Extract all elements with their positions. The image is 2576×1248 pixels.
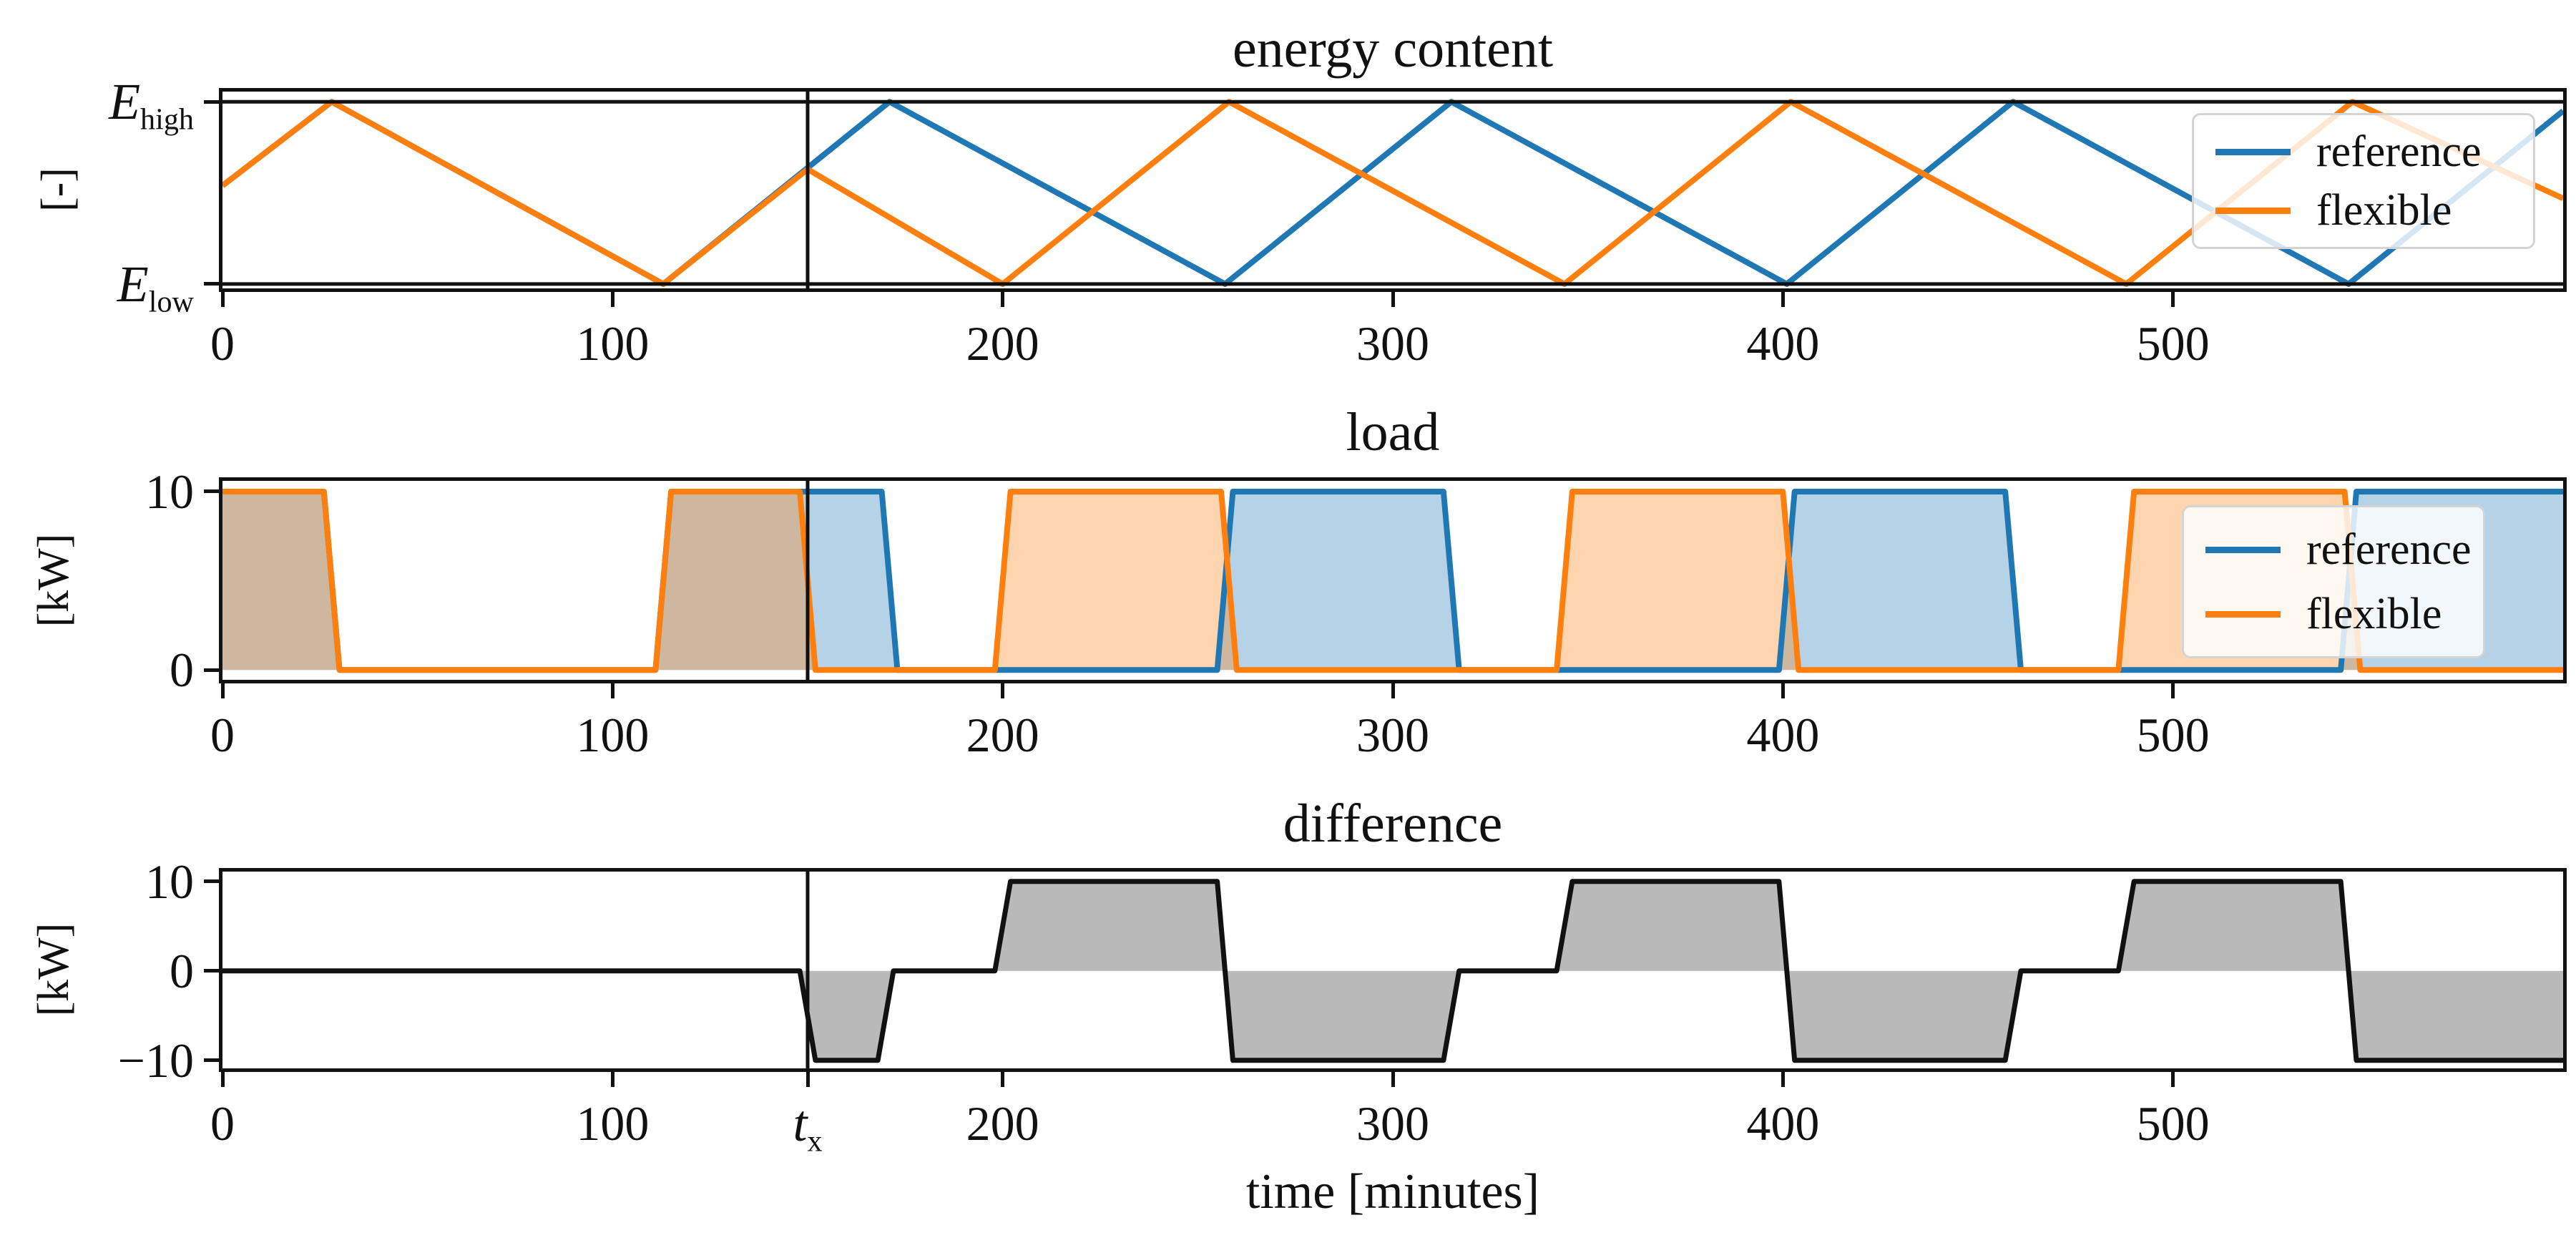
flexible-line-swatch [2205, 610, 2281, 618]
x-tick-mark [1781, 1068, 1785, 1087]
x-tick-mark [1391, 680, 1395, 698]
y-tick-mark [204, 282, 222, 286]
y-tick-mark [204, 489, 222, 494]
legend-label: reference [2316, 127, 2482, 176]
x-tick-label: tx [793, 1095, 823, 1159]
reference-line-swatch [2205, 546, 2281, 553]
x-tick-label: 300 [1356, 708, 1429, 762]
flexible-line-swatch [2215, 207, 2291, 214]
y-tick-label: Elow [117, 255, 194, 319]
legend-label: flexible [2306, 590, 2442, 638]
x-tick-mark [220, 1068, 225, 1087]
legend-item-reference: reference [2205, 527, 2483, 572]
x-tick-label: 200 [966, 708, 1039, 762]
x-tick-label: 500 [2136, 1096, 2210, 1151]
y-tick-mark [204, 879, 222, 884]
x-tick-mark [1001, 288, 1005, 307]
y-tick-label: 0 [170, 643, 194, 698]
x-tick-label: 200 [966, 1096, 1039, 1151]
y-tick-label: 10 [145, 464, 194, 519]
x-tick-mark [805, 1068, 810, 1087]
energy-content-title: energy content [1232, 19, 1554, 79]
x-tick-label: 300 [1356, 316, 1429, 371]
difference-difference-line [222, 882, 2563, 1061]
x-tick-label: 100 [576, 316, 650, 371]
y-tick-mark [204, 969, 222, 973]
x-axis-label: time [minutes] [1245, 1164, 1540, 1219]
x-tick-label: 400 [1746, 316, 1820, 371]
x-tick-label: 500 [2136, 316, 2210, 371]
legend-item-flexible: flexible [2215, 188, 2533, 233]
x-tick-mark [2171, 680, 2175, 698]
x-tick-mark [1001, 1068, 1005, 1087]
x-tick-mark [2171, 288, 2175, 307]
y-tick-label: −10 [117, 1033, 194, 1088]
x-tick-mark [610, 288, 614, 307]
energy-content-legend: reference flexible [2192, 113, 2535, 249]
x-tick-mark [1391, 1068, 1395, 1087]
reference-line-swatch [2215, 148, 2291, 155]
x-tick-mark [610, 680, 614, 698]
y-tick-mark [204, 668, 222, 672]
x-tick-label: 0 [210, 316, 235, 371]
x-tick-label: 400 [1746, 708, 1820, 762]
x-tick-label: 0 [210, 1096, 235, 1151]
x-tick-label: 500 [2136, 708, 2210, 762]
x-tick-label: 300 [1356, 1096, 1429, 1151]
x-tick-mark [1001, 680, 1005, 698]
y-tick-label: Ehigh [109, 73, 194, 137]
x-tick-mark [220, 680, 225, 698]
legend-item-reference: reference [2215, 130, 2533, 174]
x-tick-mark [2171, 1068, 2175, 1087]
load-plot-area [219, 477, 2567, 683]
legend-label: flexible [2316, 186, 2452, 235]
x-tick-mark [1781, 288, 1785, 307]
difference-title: difference [1283, 794, 1503, 854]
y-tick-label: 0 [170, 943, 194, 998]
load-legend: reference flexible [2182, 505, 2485, 658]
x-tick-label: 100 [576, 1096, 650, 1151]
y-tick-mark [204, 99, 222, 104]
x-tick-mark [610, 1068, 614, 1087]
legend-item-flexible: flexible [2205, 592, 2483, 636]
y-tick-mark [204, 1058, 222, 1063]
x-tick-label: 100 [576, 708, 650, 762]
x-tick-mark [1781, 680, 1785, 698]
load-flexible-line [222, 492, 2563, 670]
x-tick-label: 0 [210, 708, 235, 762]
x-tick-mark [1391, 288, 1395, 307]
load-title: load [1346, 402, 1440, 462]
difference-chart [222, 872, 2563, 1068]
x-tick-label: 200 [966, 316, 1039, 371]
x-tick-label: 400 [1746, 1096, 1820, 1151]
y-tick-label: 10 [145, 854, 194, 909]
difference-plot-area [219, 868, 2567, 1072]
legend-label: reference [2306, 525, 2472, 574]
x-tick-mark [220, 288, 225, 307]
load-chart [222, 481, 2563, 680]
